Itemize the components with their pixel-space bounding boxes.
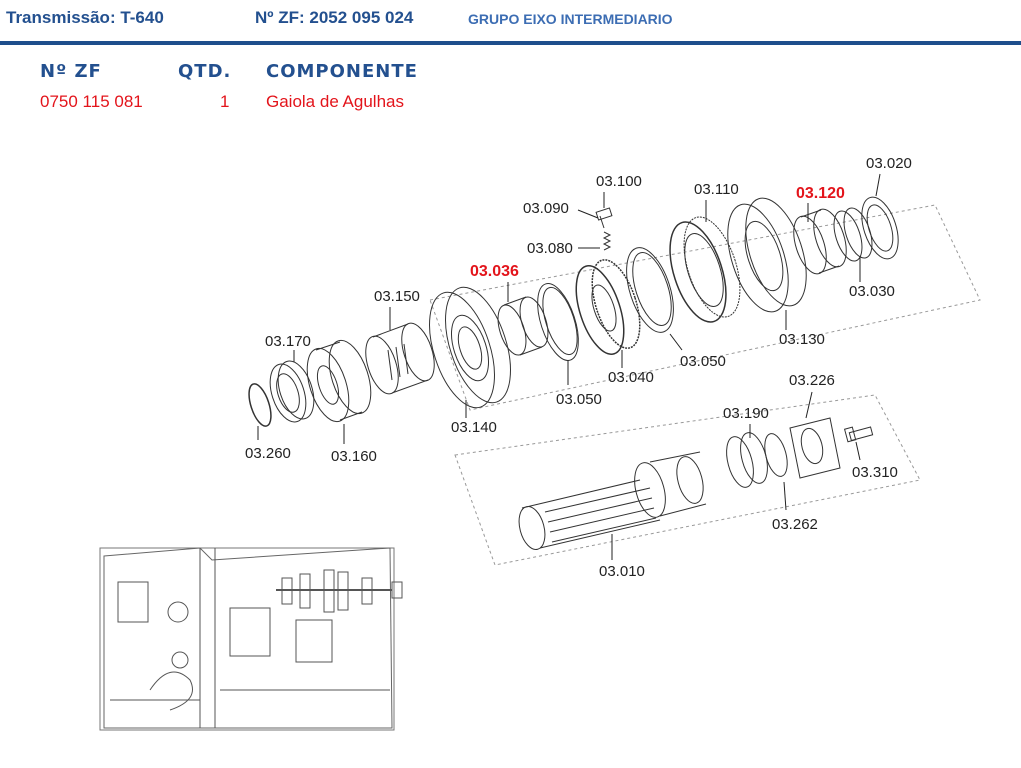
part-ring-03050b — [626, 247, 674, 333]
part-gear-03040 — [575, 259, 641, 355]
part-hub-03110 — [669, 216, 741, 323]
part-gear-03140 — [429, 286, 511, 409]
label-03262: 03.262 — [772, 516, 818, 533]
label-03130: 03.130 — [779, 331, 825, 348]
label-03150: 03.150 — [374, 288, 420, 305]
label-03080: 03.080 — [527, 240, 573, 257]
group-name: GRUPO EIXO INTERMEDIARIO — [468, 11, 673, 27]
column-header-zf: Nº ZF — [40, 61, 102, 82]
label-03090: 03.090 — [523, 200, 569, 217]
label-03310: 03.310 — [852, 464, 898, 481]
label-03110: 03.110 — [694, 181, 739, 198]
label-03170: 03.170 — [265, 333, 311, 350]
part-ring-03262 — [764, 433, 788, 477]
label-03226: 03.226 — [789, 372, 835, 389]
row-quantity: 1 — [220, 92, 230, 111]
upper-assembly-frame — [429, 204, 981, 411]
label-03040: 03.040 — [608, 369, 654, 386]
column-header-qty: QTD. — [178, 61, 232, 82]
label-03160: 03.160 — [331, 448, 377, 465]
part-gear-03160 — [306, 339, 372, 423]
part-snap-ring-03260 — [248, 383, 272, 427]
leader-lines — [257, 173, 881, 560]
part-bearing-03120 — [793, 208, 847, 275]
part-bolt-03310 — [843, 426, 874, 443]
part-plate-03226 — [789, 417, 841, 479]
row-zf-number: 0750 115 081 — [40, 92, 143, 111]
column-header-component: COMPONENTE — [266, 61, 418, 82]
label-03030: 03.030 — [849, 283, 895, 300]
part-spring-03080 — [602, 231, 612, 251]
zf-number: Nº ZF: 2052 095 024 — [255, 8, 414, 27]
part-ring-03050a — [537, 283, 579, 361]
label-03190: 03.190 — [723, 405, 769, 422]
label-03036-highlighted: 03.036 — [470, 263, 519, 280]
part-bearing-03190 — [726, 432, 768, 488]
label-03050-b: 03.050 — [680, 353, 726, 370]
transmission-title: Transmissão: T-640 — [6, 8, 164, 27]
part-detent-03090 — [599, 215, 605, 229]
part-needle-cage-03150 — [365, 322, 435, 395]
label-03260: 03.260 — [245, 445, 291, 462]
header-rule — [0, 41, 1021, 45]
transmission-housing-thumbnail — [99, 547, 403, 731]
label-03100: 03.100 — [596, 173, 642, 190]
part-gear-03130 — [727, 197, 807, 313]
part-plate-03100 — [595, 207, 613, 221]
label-03020: 03.020 — [866, 155, 912, 172]
row-component: Gaiola de Agulhas — [266, 92, 404, 111]
label-03050-a: 03.050 — [556, 391, 602, 408]
label-03140: 03.140 — [451, 419, 497, 436]
label-03120-highlighted: 03.120 — [796, 185, 845, 202]
part-shaft-03010 — [518, 451, 707, 550]
label-03010: 03.010 — [599, 563, 645, 580]
lower-assembly-frame — [454, 394, 921, 566]
part-ring-03020 — [861, 196, 899, 260]
part-bearing-03170 — [269, 360, 315, 423]
part-needle-cage-03036 — [497, 296, 549, 356]
